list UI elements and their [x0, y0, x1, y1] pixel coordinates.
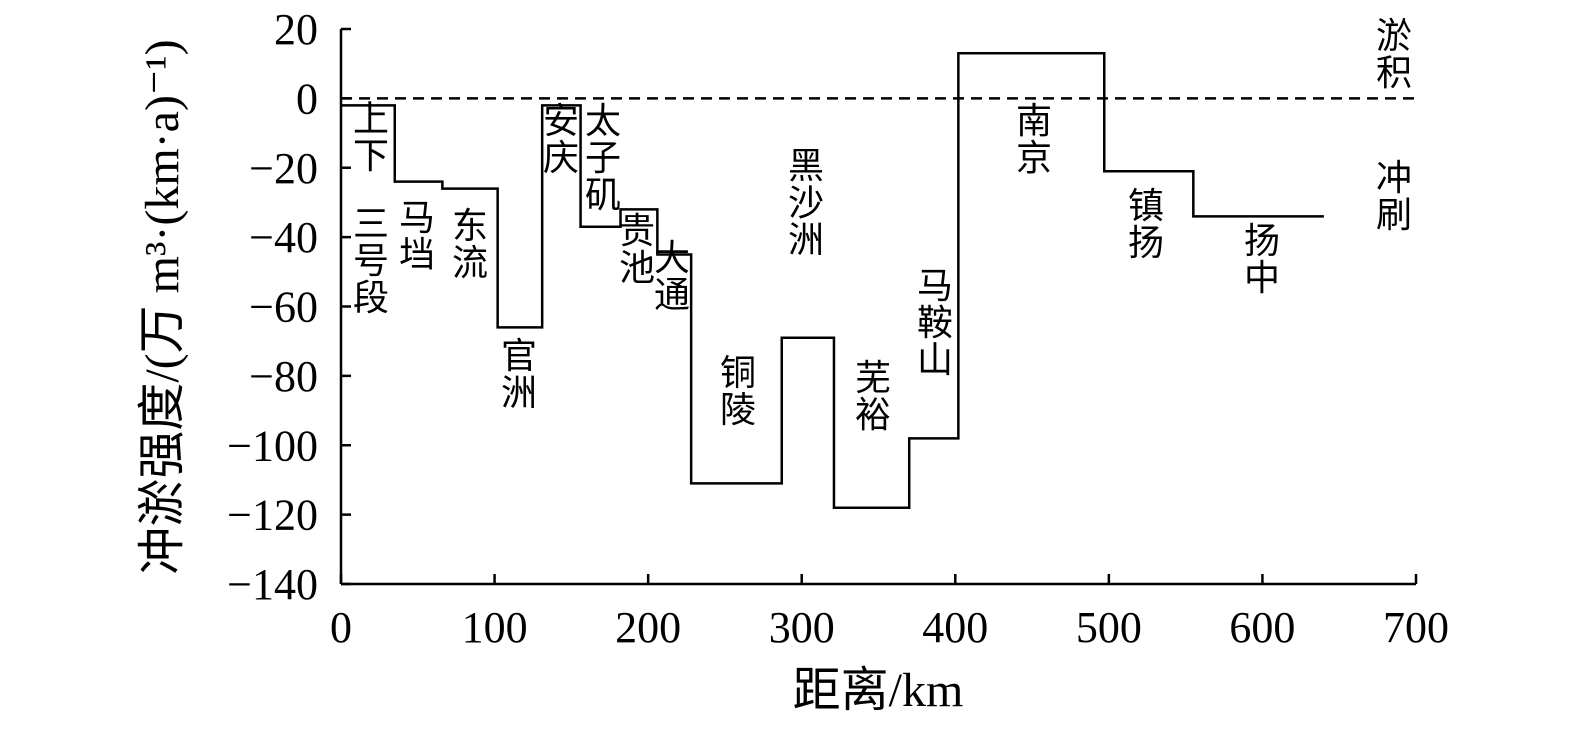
side-label-deposition: 淤积 [1376, 16, 1412, 93]
x-tick-label: 0 [330, 603, 352, 652]
x-tick-label: 300 [769, 603, 835, 652]
y-tick-label: 0 [296, 74, 318, 123]
segment-label: 安庆 [543, 101, 579, 178]
x-tick-label: 700 [1383, 603, 1449, 652]
x-tick-label: 500 [1076, 603, 1142, 652]
x-tick-label: 100 [462, 603, 528, 652]
x-tick-label: 200 [615, 603, 681, 652]
y-axis-title: 冲淤强度/(万 m³·(km·a)⁻¹) [136, 39, 189, 574]
y-tick-label: −140 [227, 560, 318, 609]
segment-label: 镇扬 [1128, 186, 1164, 263]
segment-label: 南京 [1016, 101, 1052, 178]
x-tick-label: 400 [922, 603, 988, 652]
segment-label: 贵池 [619, 211, 655, 288]
segment-label: 官洲 [501, 336, 537, 413]
y-tick-label: −80 [249, 352, 318, 401]
y-tick-label: −20 [249, 144, 318, 193]
y-tick-label: −120 [227, 491, 318, 540]
segment-label: 太子矶 [585, 101, 621, 215]
segment-label: 铜陵 [720, 353, 756, 430]
x-axis-title: 距离/km [793, 664, 964, 717]
series-layer [341, 52, 1324, 509]
segment-label: 黑沙洲 [788, 146, 824, 260]
segment-label: 芜裕 [855, 358, 891, 435]
y-tick-label: −40 [249, 213, 318, 262]
segment-label: 大通 [654, 238, 690, 315]
y-tick-label: −100 [227, 421, 318, 470]
segment-label: 扬中 [1244, 221, 1280, 298]
segment-label: 马垱 [399, 198, 435, 275]
y-tick-label: 20 [274, 5, 318, 54]
y-tick-label: −60 [249, 283, 318, 332]
step-series-line [341, 52, 1324, 509]
segment-label: 上下三号段 [353, 99, 389, 318]
segment-label: 东流 [452, 206, 488, 283]
segment-label: 马鞍山 [917, 266, 953, 380]
side-label-erosion: 冲刷 [1376, 158, 1412, 235]
x-tick-label: 600 [1229, 603, 1295, 652]
